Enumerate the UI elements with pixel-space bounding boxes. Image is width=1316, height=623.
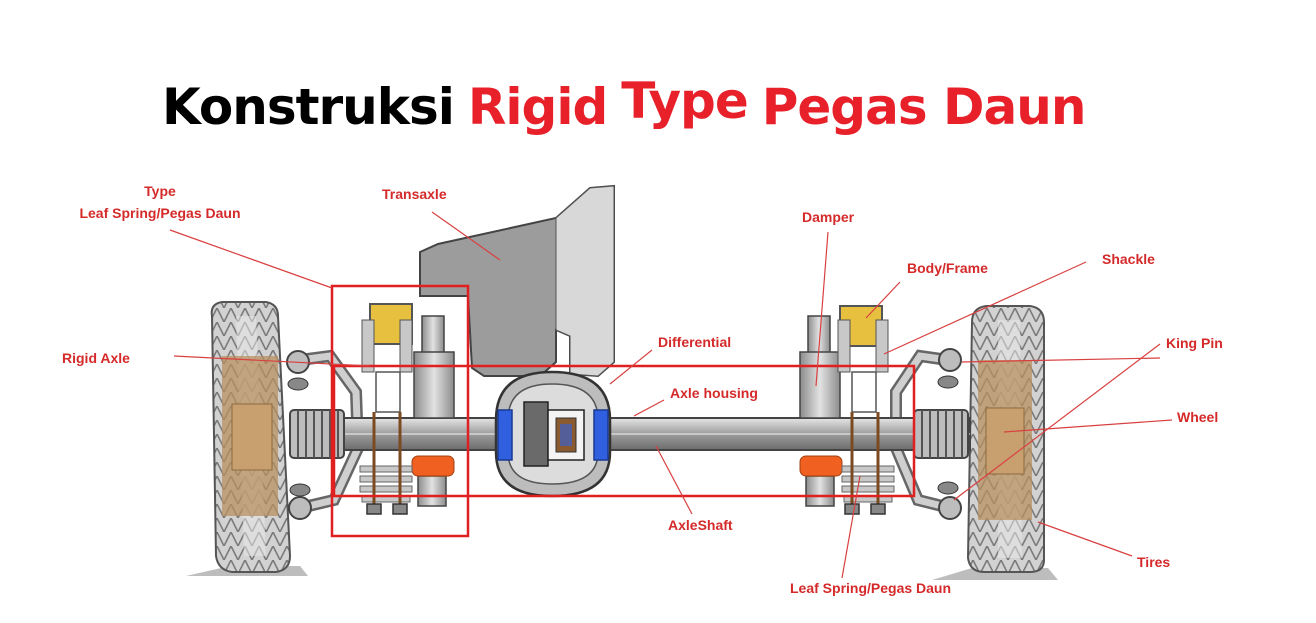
right-upper-ball-joint (938, 348, 962, 372)
label-shackle: Shackle (1102, 251, 1155, 267)
label-king-pin: King Pin (1166, 335, 1223, 351)
left-wheel-assembly (210, 301, 292, 573)
label-differential: Differential (658, 334, 732, 350)
ring-gear (523, 401, 549, 467)
label-axle-housing: Axle housing (670, 385, 758, 401)
label-axle-shaft: AxleShaft (668, 517, 733, 533)
shock-absorbers (413, 315, 841, 507)
title-word-pegas-daun: Pegas Daun (761, 78, 1087, 136)
leader-transaxle (431, 211, 501, 261)
ground-shadows (186, 566, 1058, 580)
leader-rigid-axle (173, 355, 371, 367)
leader-damper (815, 231, 829, 387)
label-transaxle: Transaxle (382, 186, 447, 202)
right-hub-face (985, 407, 1025, 475)
label-damper: Damper (802, 209, 855, 225)
leader-leaf-spring (841, 475, 861, 579)
right-spring-seat (799, 455, 843, 477)
leader-differential (609, 349, 653, 385)
leaf-spring-highlight-box (330, 284, 470, 538)
title-word-konstruksi: Konstruksi (162, 78, 455, 136)
title-word-rigid: Rigid (467, 78, 608, 136)
leader-tires (1037, 521, 1133, 557)
differential-housing (494, 370, 612, 498)
left-diff-bearing (497, 409, 513, 461)
left-spring-seat (411, 455, 455, 477)
u-bolt-nuts (366, 503, 886, 515)
right-wheel-assembly (966, 305, 1045, 573)
leader-shackle (883, 261, 1087, 355)
body-frame-mounts (361, 303, 889, 413)
right-damper-body (799, 351, 841, 419)
axle-housing-highlight-box (332, 364, 916, 498)
right-leaf-spring (841, 465, 895, 503)
label-rigid-axle: Rigid Axle (62, 350, 130, 366)
transaxle-highlight (555, 185, 615, 377)
left-lower-ball-joint (288, 496, 312, 520)
cv-boots (289, 409, 969, 459)
label-tires: Tires (1137, 554, 1171, 570)
title-word-type: Type (621, 72, 748, 130)
highlight-boxes (330, 284, 916, 538)
right-diff-bearing (593, 409, 609, 461)
left-leaf-spring (359, 465, 413, 503)
leader-lines (169, 211, 1173, 579)
leader-wheel (1003, 419, 1173, 433)
leader-type-leaf-spring (169, 229, 333, 289)
leader-axle-shaft (655, 445, 693, 515)
label-leaf-spring: Leaf Spring/Pegas Daun (790, 580, 952, 596)
leader-king-pin-b (953, 343, 1161, 501)
label-wheel: Wheel (1177, 409, 1219, 425)
label-type-line1: Type (144, 183, 176, 199)
left-damper-rod (421, 315, 445, 357)
label-type-line2: Leaf Spring/Pegas Daun (79, 205, 241, 221)
label-type-leaf-spring: Type Leaf Spring/Pegas Daun (60, 183, 260, 222)
leader-axle-housing (633, 399, 665, 417)
left-damper-body (413, 351, 455, 419)
leader-body-frame (865, 281, 901, 319)
leader-king-pin-a (961, 357, 1161, 363)
right-lower-ball-joint (938, 496, 962, 520)
label-body-frame: Body/Frame (907, 260, 988, 276)
left-hub-face (231, 403, 273, 471)
